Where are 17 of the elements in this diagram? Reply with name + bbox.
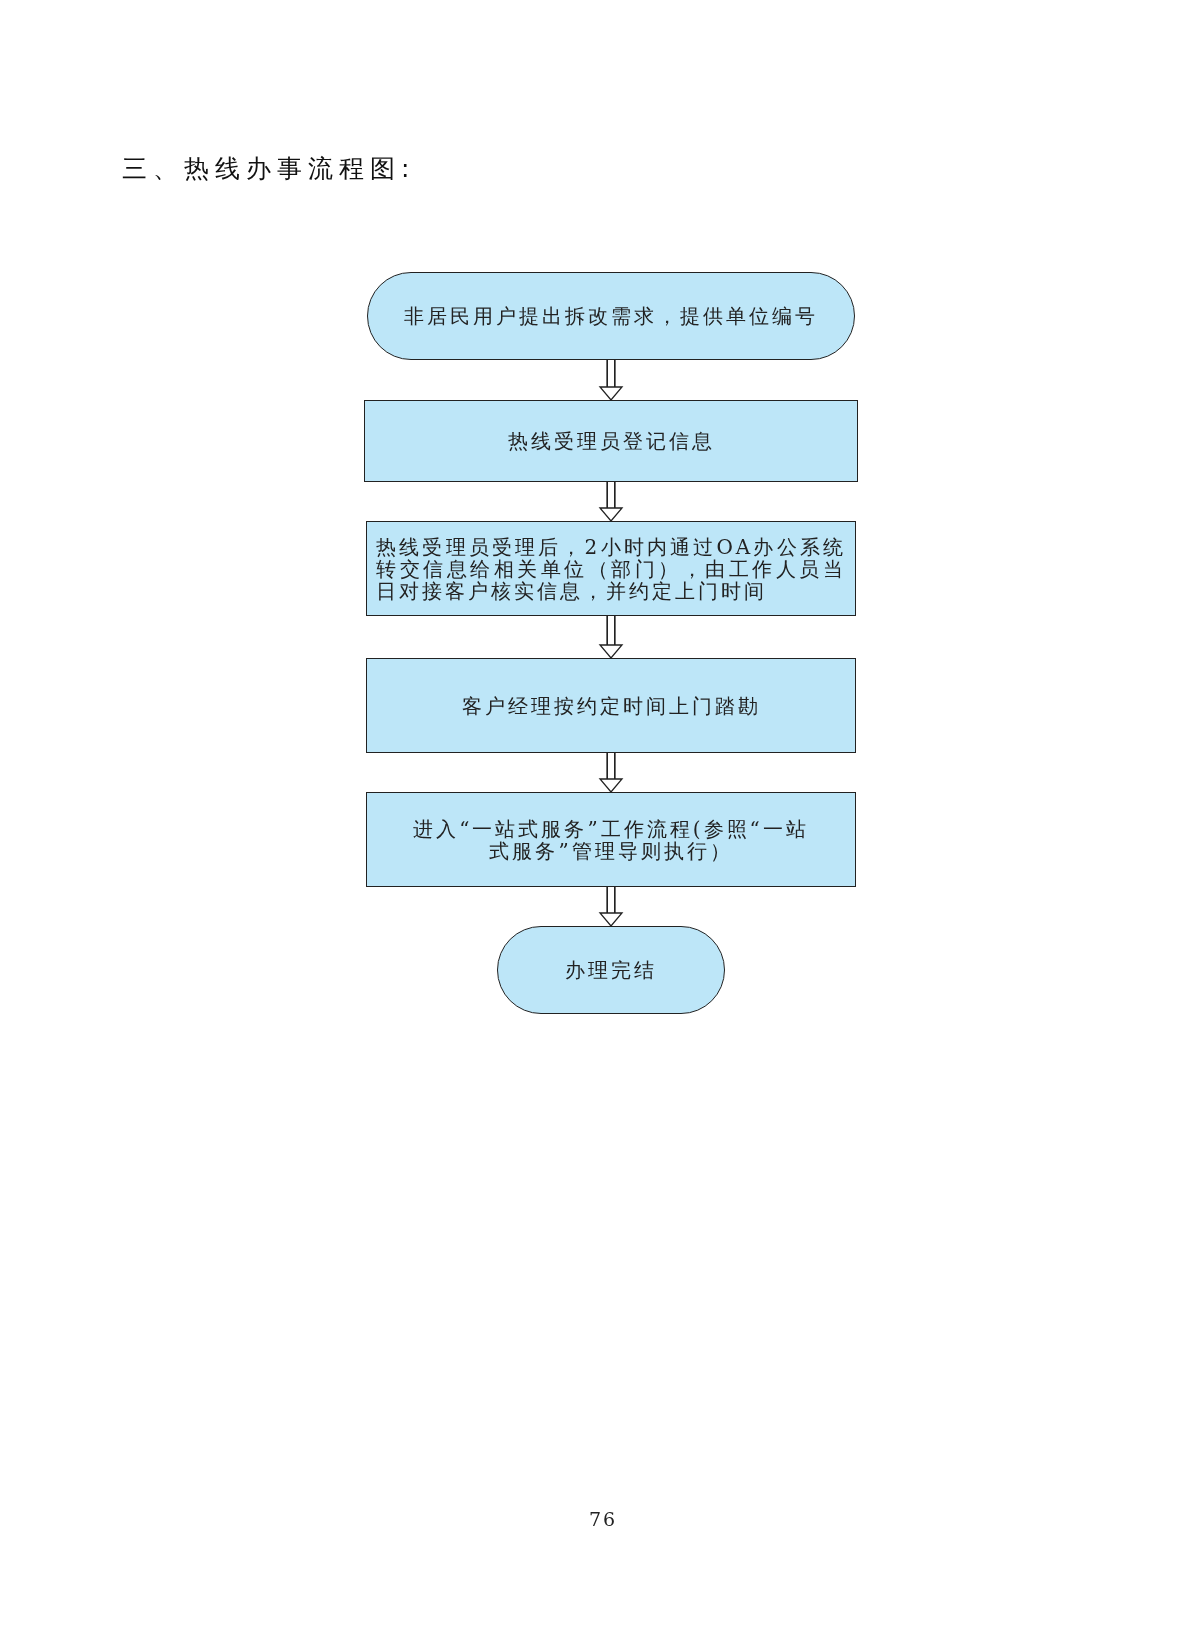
step-text: 办理完结 xyxy=(564,959,658,981)
step-text: 非居民用户提出拆改需求，提供单位编号 xyxy=(403,305,819,327)
process-box xyxy=(366,792,856,887)
step-text: 热线受理员受理后，2小时内通过OA办公系统转交信息给相关单位（部门），由工作人员当日对接客户核实信息，并约定上门时间 xyxy=(376,535,846,602)
block-arrow xyxy=(599,616,623,659)
page-number: 76 xyxy=(589,1508,618,1530)
block-arrow xyxy=(599,887,623,927)
step-text: 进入“一站式服务”工作流程(参照“一站式服务”管理导则执行） xyxy=(412,817,810,862)
block-arrow xyxy=(599,482,623,522)
block-arrow xyxy=(599,360,623,401)
block-arrow xyxy=(599,753,623,793)
process-box xyxy=(364,400,858,482)
page-heading: 三、热线办事流程图: xyxy=(122,153,416,185)
step-text: 热线受理员登记信息 xyxy=(506,430,716,452)
process-box xyxy=(366,658,856,753)
step-text: 客户经理按约定时间上门踏勘 xyxy=(460,694,762,717)
process-box xyxy=(366,521,856,616)
